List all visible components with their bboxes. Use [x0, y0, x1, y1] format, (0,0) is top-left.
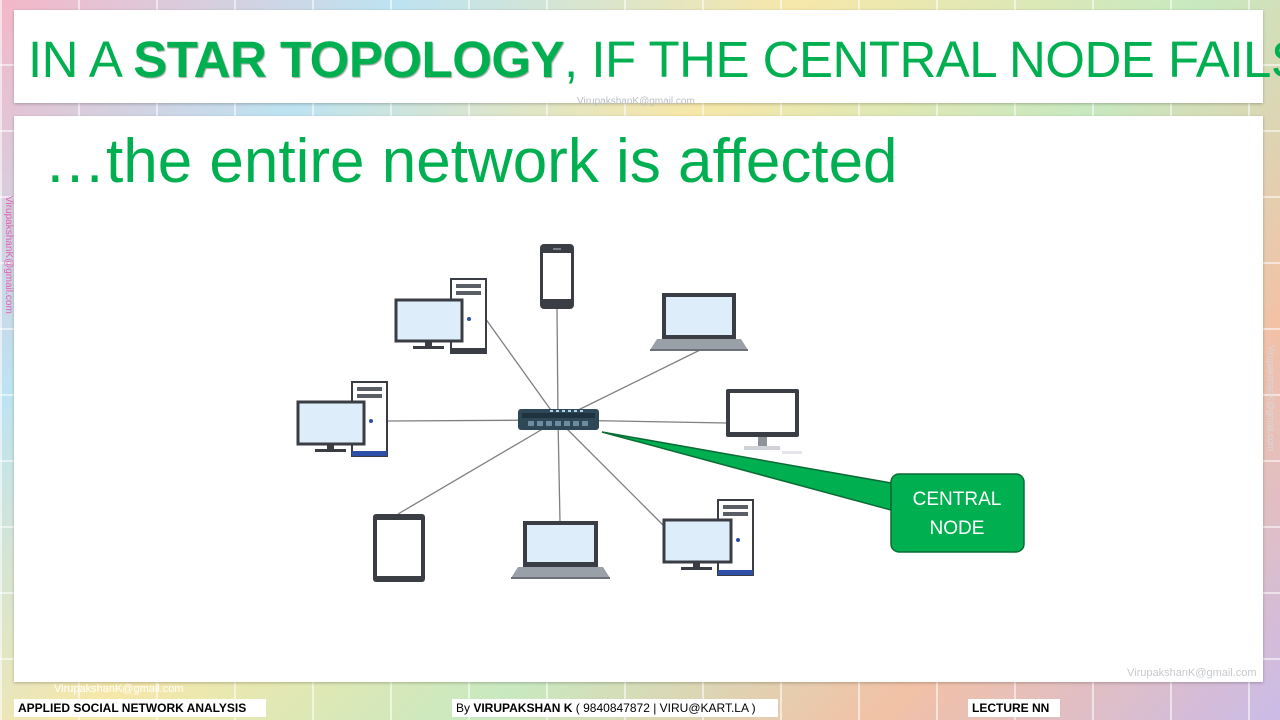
- desktop-computer-icon: [394, 278, 487, 354]
- link-bottom: [557, 419, 561, 523]
- watermark-bottom-left: VirupakshanK@gmail.com: [54, 683, 184, 695]
- title-suffix: , IF THE CENTRAL NODE FAILS:: [564, 31, 1280, 88]
- title-emphasis: STAR TOPOLOGY: [133, 31, 565, 88]
- smartphone-icon: [540, 244, 574, 309]
- callout-pointer: [601, 431, 892, 511]
- desktop-computer-icon: [296, 381, 388, 457]
- link-top: [556, 308, 559, 421]
- footer-author: By VIRUPAKSHAN K ( 9840847872 | VIRU@KAR…: [452, 699, 778, 717]
- desktop-computer-icon: [662, 499, 754, 576]
- watermark-right: VirupakshanK@gmail.com: [1266, 345, 1276, 452]
- laptop-icon: [650, 293, 748, 351]
- laptop-icon: [511, 521, 610, 579]
- watermark-bottom-right: VirupakshanK@gmail.com: [1127, 667, 1257, 679]
- title-prefix: IN A: [28, 31, 134, 88]
- footer-author-name: VIRUPAKSHAN K: [473, 701, 573, 715]
- content-panel: …the entire network is affected: [14, 116, 1263, 682]
- tablet-icon: [373, 514, 425, 582]
- monitor-icon: [726, 389, 802, 454]
- link-top-right: [557, 349, 701, 421]
- central-node-callout: [890, 473, 1025, 553]
- title-bar: IN A STAR TOPOLOGY, IF THE CENTRAL NODE …: [14, 10, 1280, 103]
- footer-course: APPLIED SOCIAL NETWORK ANALYSIS: [14, 699, 266, 717]
- footer-author-prefix: By: [456, 701, 474, 715]
- callout-label-line1: CENTRAL: [913, 489, 1002, 510]
- footer-lecture: LECTURE NN: [968, 699, 1060, 717]
- watermark-top: VirupakshanK@gmail.com: [577, 96, 695, 107]
- callout-label-line2: NODE: [930, 518, 985, 539]
- footer-author-contact: ( 9840847872 | VIRU@KART.LA ): [572, 701, 756, 715]
- link-top-left: [484, 317, 559, 421]
- link-bottom-right: [557, 419, 664, 526]
- link-bottom-left: [397, 419, 559, 515]
- hub-switch-icon: [518, 409, 599, 430]
- slide-subtitle: …the entire network is affected: [44, 127, 898, 196]
- slide-title: IN A STAR TOPOLOGY, IF THE CENTRAL NODE …: [28, 30, 1280, 89]
- watermark-left: VirupakshanK@gmail.com: [3, 196, 14, 314]
